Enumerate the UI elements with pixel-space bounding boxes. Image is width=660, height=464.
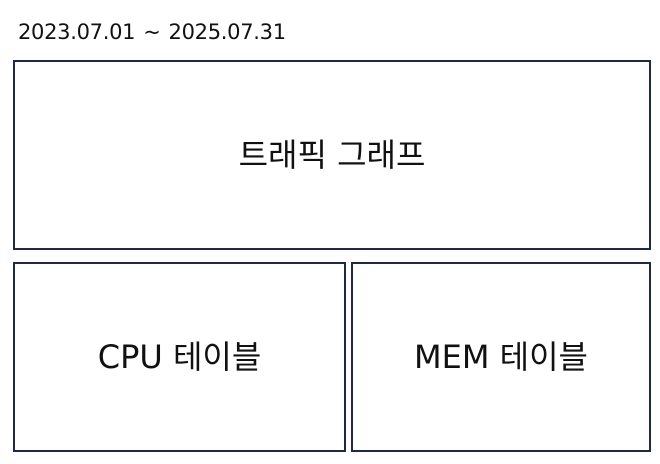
traffic-graph-label: 트래픽 그래프 [238, 136, 426, 174]
cpu-table-panel[interactable]: CPU 테이블 [13, 262, 346, 452]
date-range-start: 2023.07.01 [18, 20, 136, 44]
date-range-end: 2025.07.31 [168, 20, 287, 44]
date-range-separator: ~ [143, 20, 161, 44]
cpu-table-label: CPU 테이블 [97, 338, 262, 376]
traffic-graph-panel[interactable]: 트래픽 그래프 [13, 60, 651, 250]
mem-table-label: MEM 테이블 [414, 338, 588, 376]
mem-table-panel[interactable]: MEM 테이블 [351, 262, 651, 452]
date-range[interactable]: 2023.07.01 ~2025.07.31 [18, 18, 286, 46]
